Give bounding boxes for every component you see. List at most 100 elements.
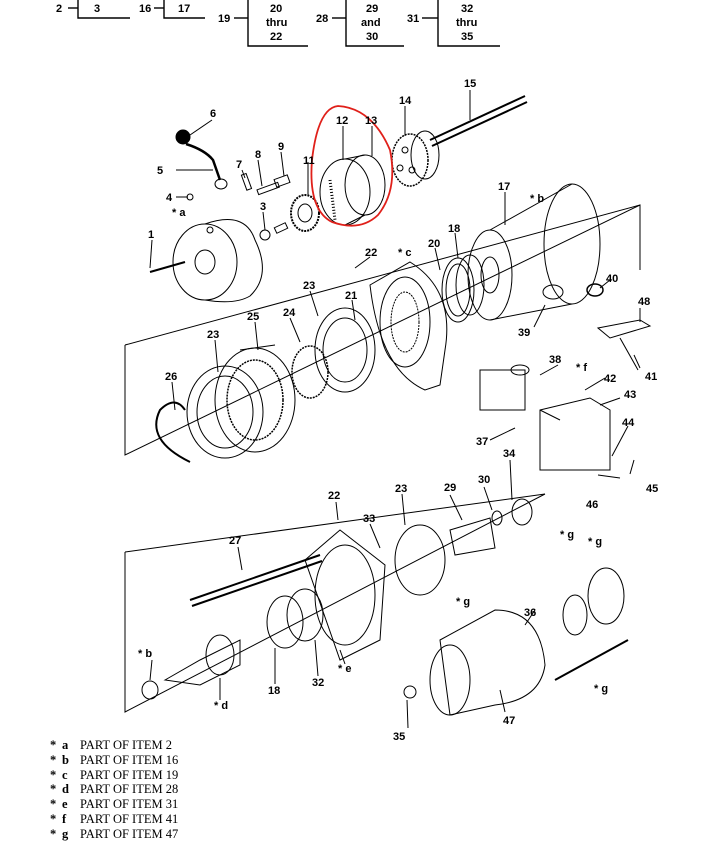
header-to-and: and [361,17,381,29]
legend-key: c [62,767,68,782]
callout-3: 3 [260,201,266,213]
legend-text: PART OF ITEM [80,752,163,767]
part-g-end-cover [554,567,629,681]
part-d-shaft [141,634,241,700]
drum-section-outline [124,204,641,456]
legend-key: f [62,811,67,826]
legend-star: * [50,797,57,812]
part-e-housing [304,529,386,661]
callout-18b: 18 [268,685,280,697]
legend-row: * b PART OF ITEM 16 [50,753,178,768]
callout-11: 11 [303,155,315,167]
legend-key: d [62,782,69,797]
header-to-32: 32 [461,3,473,15]
legend-text: PART OF ITEM [80,767,163,782]
callout-star-b: * b [530,193,544,205]
callout-18: 18 [448,223,460,235]
callout-22: 22 [365,247,377,259]
part-21-23-24-rings [291,307,376,399]
part-29-30-34 [449,498,533,556]
callout-43: 43 [624,389,636,401]
part-41-48-clevis [596,319,652,371]
header-from-2: 2 [56,3,62,15]
callout-star-g4: * g [594,683,608,695]
callout-star-e: * e [338,663,351,675]
callout-star-a: * a [172,207,186,219]
callout-34: 34 [503,448,516,460]
part-5-6-handle [175,129,228,201]
callout-40: 40 [606,273,618,285]
callout-star-g1: * g [560,529,574,541]
callout-47: 47 [503,715,515,727]
part-15-shaft [429,95,528,147]
callout-15: 15 [464,78,476,90]
callout-30: 30 [478,474,490,486]
legend-key: e [62,797,68,812]
legend-item: 47 [165,826,179,841]
legend-text: PART OF ITEM [80,811,163,826]
callout-22b: 22 [328,490,340,502]
header-to-35: 35 [461,31,473,43]
header-to-29: 29 [366,3,378,15]
callout-32: 32 [312,677,324,689]
callout-24: 24 [283,307,296,319]
callout-1: 1 [148,229,154,241]
callout-star-g3: * g [456,596,470,608]
callout-star-g2: * g [588,536,602,548]
callout-44: 44 [622,417,635,429]
legend-text: PART OF ITEM [80,826,163,841]
legend-star: * [50,767,57,782]
legend-text: PART OF ITEM [80,782,163,797]
legend-item: 41 [165,811,179,826]
callout-4: 4 [166,192,173,204]
callout-star-f: * f [576,362,587,374]
header-to-22: 22 [270,31,282,43]
callout-23: 23 [303,280,315,292]
highlight-circle [310,105,394,227]
callout-23c: 23 [395,483,407,495]
callout-6: 6 [210,108,216,120]
part-26-snap-ring [155,401,191,463]
callout-8: 8 [255,149,261,161]
legend-star: * [50,826,57,841]
callout-9: 9 [278,141,284,153]
callout-star-d: * d [214,700,228,712]
legend-item: 16 [165,752,179,767]
part-47-motor [403,609,546,716]
part-33-gasket [394,524,446,596]
part-11-gear [290,194,320,232]
legend-star: * [50,752,57,767]
callout-21: 21 [345,290,357,302]
legend-text: PART OF ITEM [80,797,163,812]
legend-key: a [62,738,69,752]
callout-46: 46 [586,499,598,511]
legend-item: 2 [165,738,172,752]
legend-item: 28 [165,782,179,797]
callout-48: 48 [638,296,650,308]
header-from-28: 28 [316,13,328,25]
part-c-housing [369,261,448,391]
legend-key: b [62,752,69,767]
callout-36: 36 [524,607,536,619]
legend-item: 31 [165,797,179,812]
callout-42: 42 [604,373,616,385]
part-23-gasket [186,365,264,459]
callout-labels: 1 3 4 5 6 7 8 9 11 12 13 14 15 17 18 20 … [138,78,658,743]
part-18-32-rings [266,588,324,649]
callout-13: 13 [365,115,377,127]
callout-star-c: * c [398,247,411,259]
callout-20: 20 [428,238,440,250]
part-12-13-ring-gear [319,154,386,226]
legend-row: * e PART OF ITEM 31 [50,797,178,812]
callout-26: 26 [165,371,177,383]
part-38-solenoid [479,364,530,411]
header-to-30: 30 [366,31,378,43]
callout-14: 14 [399,95,412,107]
